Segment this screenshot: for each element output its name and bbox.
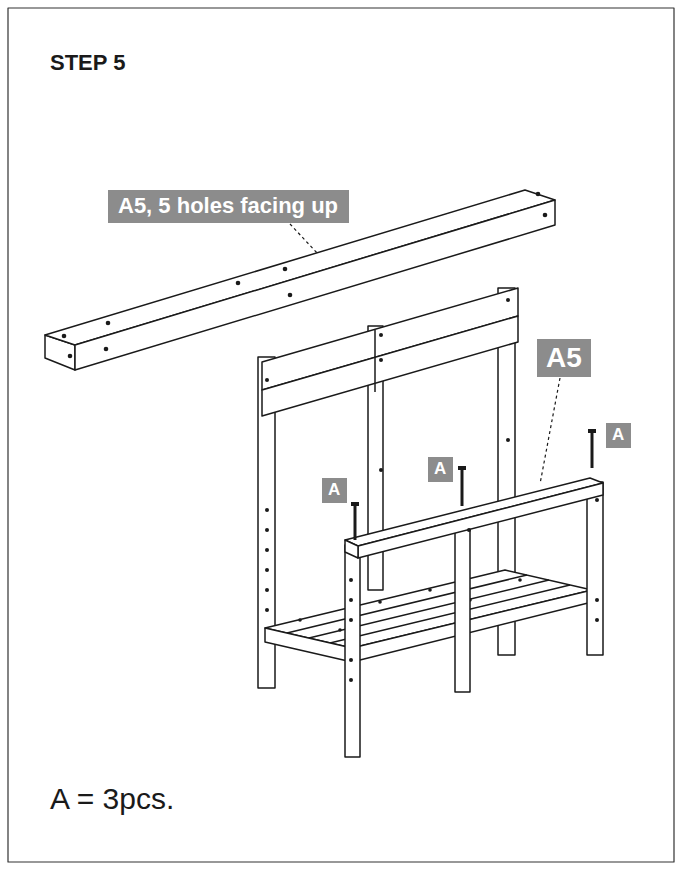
label-tag: A5, 5 holes facing up [108, 190, 349, 223]
label-tag: A [606, 423, 631, 448]
tag-text: A [328, 480, 341, 500]
tag-text: A5 [546, 341, 582, 375]
tag-text: A [612, 425, 625, 445]
label-tag: A5 [537, 339, 591, 377]
shelf [265, 570, 592, 662]
leader-line [290, 224, 318, 254]
parts-count: A = 3pcs. [50, 782, 174, 816]
tag-text: A5, 5 holes facing up [118, 193, 339, 219]
front-frame [345, 478, 603, 757]
label-tag: A [428, 457, 453, 482]
step-title: STEP 5 [50, 50, 125, 76]
label-tag: A [322, 478, 347, 503]
tag-text: A [434, 459, 447, 479]
leader-line [540, 378, 560, 484]
bolt [351, 429, 596, 540]
frame-border [8, 8, 674, 862]
